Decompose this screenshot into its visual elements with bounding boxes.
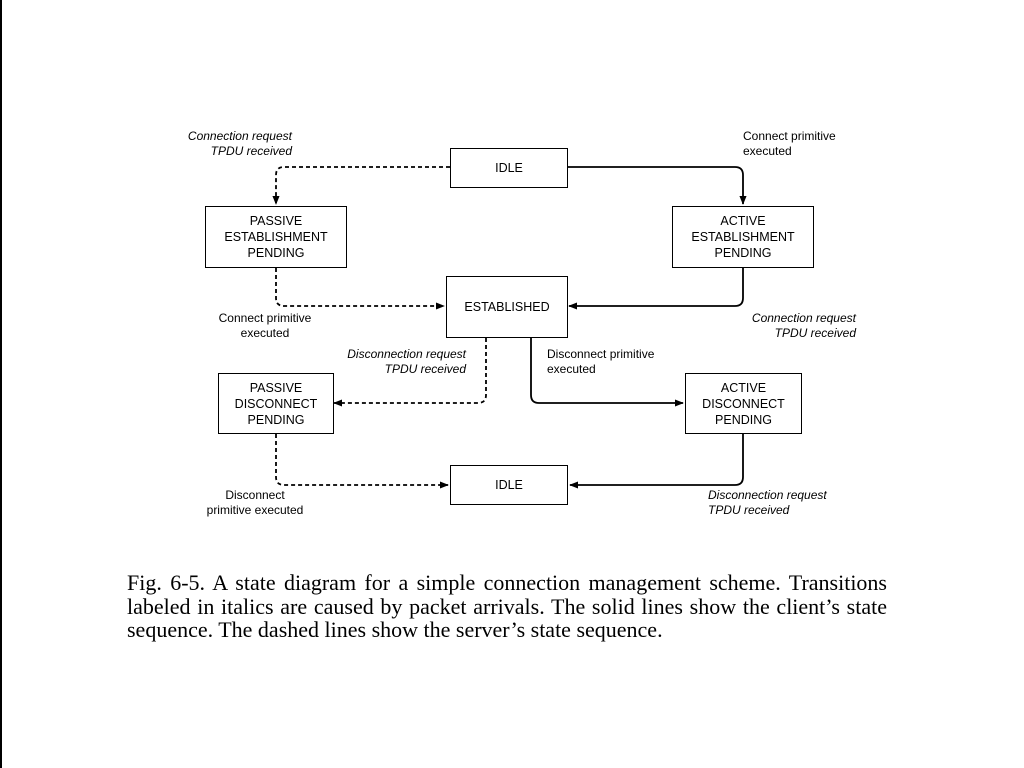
- state-passive-establishment-pending: PASSIVE ESTABLISHMENT PENDING: [205, 206, 347, 268]
- label-server-disconnect-primitive: Disconnect primitive executed: [206, 488, 304, 517]
- arrow-established-to-passive-disconnect: [333, 338, 487, 407]
- arrow-active-establishment-to-established: [568, 268, 744, 310]
- state-passive-disconnect-label: PASSIVE DISCONNECT PENDING: [234, 380, 318, 427]
- label-client-disconnection-request: Disconnection request TPDU received: [708, 488, 827, 517]
- state-established-label: ESTABLISHED: [464, 300, 550, 314]
- label-client-connect-primitive: Connect primitive executed: [743, 129, 836, 158]
- label-server-connection-request: Connection request TPDU received: [187, 129, 292, 158]
- state-established: ESTABLISHED: [446, 276, 568, 338]
- state-passive-establishment-label: PASSIVE ESTABLISHMENT PENDING: [224, 214, 328, 260]
- figure-caption: Fig. 6-5. A state diagram for a simple c…: [127, 570, 887, 642]
- state-idle-top: IDLE: [450, 148, 568, 188]
- state-active-disconnect-label: ACTIVE DISCONNECT PENDING: [702, 380, 785, 427]
- arrow-idle-to-active-establishment: [568, 166, 747, 205]
- state-active-establishment-label: ACTIVE ESTABLISHMENT PENDING: [691, 214, 795, 260]
- arrow-idle-to-passive-establishment: [272, 166, 450, 205]
- label-client-connection-request: Connection request TPDU received: [751, 311, 856, 340]
- label-client-disconnect-primitive: Disconnect primitive executed: [547, 347, 655, 376]
- arrow-passive-establishment-to-established: [275, 268, 445, 310]
- state-idle-bottom: IDLE: [450, 465, 568, 505]
- state-passive-disconnect-pending: PASSIVE DISCONNECT PENDING: [218, 373, 334, 434]
- label-server-disconnection-request: Disconnection request TPDU received: [347, 347, 466, 376]
- state-idle-bottom-label: IDLE: [495, 478, 523, 492]
- state-active-establishment-pending: ACTIVE ESTABLISHMENT PENDING: [672, 206, 814, 268]
- arrow-established-to-active-disconnect: [530, 338, 684, 407]
- label-server-connect-primitive: Connect primitive executed: [218, 311, 312, 340]
- state-idle-top-label: IDLE: [495, 161, 523, 175]
- left-border: [0, 0, 2, 768]
- arrow-passive-disconnect-to-idle: [275, 434, 449, 489]
- arrow-active-disconnect-to-idle: [569, 434, 744, 489]
- state-active-disconnect-pending: ACTIVE DISCONNECT PENDING: [685, 373, 802, 434]
